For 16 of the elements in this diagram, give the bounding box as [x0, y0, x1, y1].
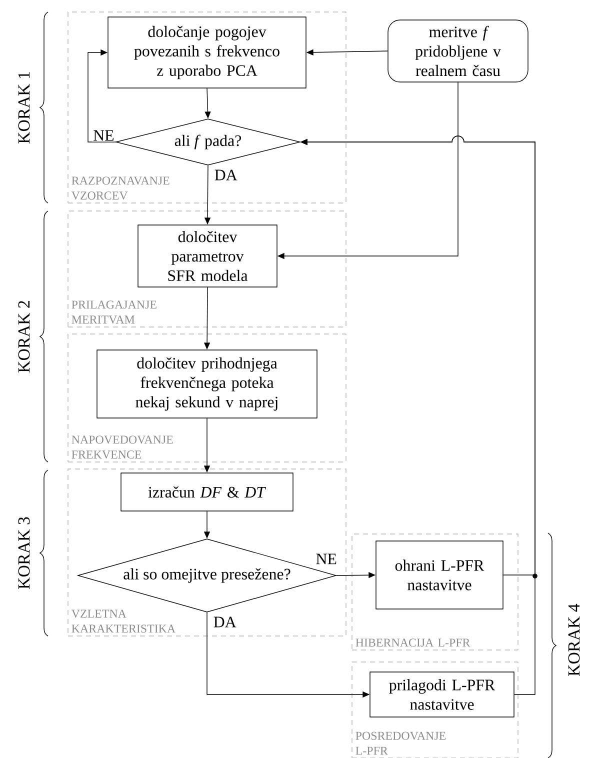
edge-label: DA	[213, 168, 238, 182]
edge-label: NE	[92, 129, 116, 142]
process-box: ohrani L-PFR nastavitve	[376, 540, 504, 610]
edge-label: NE	[314, 552, 338, 566]
step-label: KORAK 4	[568, 604, 580, 676]
process-box: določitev parametrov SFR modela	[138, 224, 278, 288]
edge-label: DA	[212, 616, 238, 628]
step-label: KORAK 2	[18, 301, 30, 372]
step-label: KORAK 1	[18, 72, 30, 144]
step-label: KORAK 3	[18, 517, 30, 589]
process-box: določanje pogojev povezanih s frekvenco z uporabo PCA	[108, 16, 306, 88]
process-box: določitev prihodnjega frekvenčnega poteka nekaj sekund v naprej	[96, 350, 318, 418]
process-box: prilagodi L-PFR nastavitve	[370, 672, 514, 718]
input-box: meritve f pridobljene v realnem času	[388, 20, 528, 82]
process-box: izračun DF & DT	[120, 472, 294, 512]
arrow	[88, 49, 116, 142]
